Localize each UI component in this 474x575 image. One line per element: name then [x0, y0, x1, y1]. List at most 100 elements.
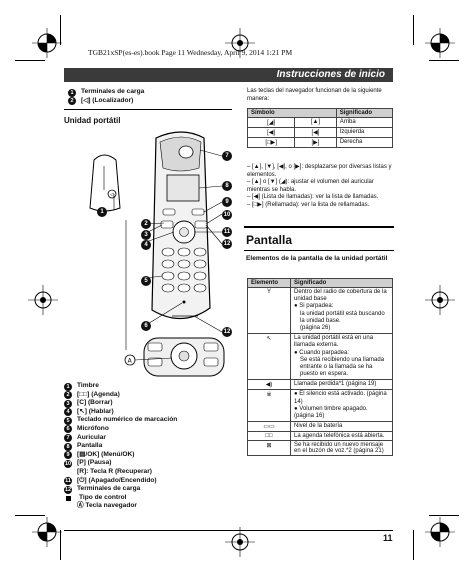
list-item: Tipo de control — [64, 494, 177, 503]
section-rule — [244, 226, 394, 228]
crop-mark — [60, 530, 61, 560]
item-label: Micrófono — [77, 424, 109, 432]
item-label: [⏻] (Apagado/Encendido) — [77, 476, 157, 484]
nav-symbol: [◢] — [246, 117, 296, 128]
table-row: ◀) Llamada perdida*1 (página 19) — [247, 379, 393, 391]
callout-5: 5 — [141, 276, 151, 286]
meaning-line: Dentro del radio de cobertura de la unid… — [294, 289, 387, 303]
list-item: 1 Timbre — [64, 382, 177, 391]
control-item-label: Ⓐ Tecla navegador — [77, 502, 137, 510]
item-number: 1 — [68, 88, 76, 97]
meaning-line: La unidad portátil está en una llamada e… — [294, 335, 374, 349]
element-meaning: La unidad portátil está en una llamada e… — [290, 333, 393, 381]
screen-subtitle: Elementos de la pantalla de la unidad po… — [246, 255, 388, 262]
list-item: 12 Terminales de carga — [64, 485, 177, 494]
list-item: 10 [P] (Pausa) — [64, 459, 177, 468]
nav-meaning: Arriba — [335, 117, 394, 128]
table-row: [◢] [▲] Arriba — [246, 117, 394, 128]
meaning-line: (página 26) — [300, 325, 331, 332]
callout-3: 3 — [141, 230, 151, 240]
item-number: 9 — [64, 451, 72, 460]
meaning-line: ● Volumen timbre apagado. (página 16) — [294, 405, 368, 420]
banner-title: Instrucciones de inicio — [276, 69, 385, 80]
nav-notes: – [▲], [▼], [◀], o [▶]: desplazarse por … — [247, 164, 397, 210]
callout-4: 4 — [141, 240, 151, 250]
phonebook-icon: □□ — [247, 431, 291, 442]
nav-intro: Las teclas del navegador funcionan de la… — [247, 88, 382, 102]
crop-mark — [60, 15, 61, 45]
item-number: 12 — [64, 485, 72, 494]
item-label: [□□] (Agenda) — [77, 390, 120, 398]
item-label: Teclado numérico de marcación — [77, 416, 178, 424]
nav-symbol: [□▶] — [246, 137, 296, 148]
nav-note: – [□▶] (Rellamada): ver la lista de rell… — [247, 201, 370, 208]
control-type-label: Tipo de control — [79, 493, 127, 501]
list-item: 11 [⏻] (Apagado/Encendido) — [64, 477, 177, 486]
item-label: [↖] (Hablar) — [77, 407, 114, 415]
crop-mark — [429, 515, 459, 516]
nav-arrow: [◀] — [294, 127, 337, 138]
item-label: Terminales de carga — [77, 485, 141, 493]
callout-12: 12 — [222, 327, 232, 337]
item-number: 1 — [64, 382, 72, 391]
item-label: [▤/OK] (Menú/OK) — [77, 450, 135, 458]
element-meaning: Nivel de la batería — [290, 421, 393, 433]
registration-mark — [425, 28, 455, 58]
item-label: Terminales de carga — [81, 88, 145, 95]
item-label: Timbre — [77, 382, 99, 389]
list-item: 9 [▤/OK] (Menú/OK) — [64, 451, 177, 460]
table-row: ※ ● El silencio está activado. (página 1… — [247, 389, 393, 423]
col-header-meaning: Significado — [335, 108, 394, 118]
mute-icon: ※ — [247, 389, 291, 423]
nav-meaning: Derecha — [335, 137, 394, 148]
meaning-line: ● El silencio está activado. (página 14) — [294, 391, 387, 405]
item-number: 7 — [64, 434, 72, 443]
print-header: TGB21xSP(es-es).book Page 11 Wednesday, … — [88, 48, 293, 57]
element-meaning: La agenda telefónica está abierta. — [290, 431, 393, 442]
signal-icon: Y — [247, 286, 291, 335]
table-row: □□ La agenda telefónica está abierta. — [247, 431, 393, 442]
nav-arrow: [▲] — [294, 117, 337, 128]
item-number: 8 — [64, 442, 72, 451]
item-number: 2 — [64, 391, 72, 400]
list-item: 2 [◁] (Localizador) — [68, 97, 144, 106]
list-item: 1 Terminales de carga — [68, 88, 144, 97]
element-meaning: Llamada perdida*1 (página 19) — [290, 379, 393, 391]
col-header-symbol: Símbolo — [247, 108, 337, 118]
item-label: [R]: Tecla R (Recuperar) — [77, 467, 152, 475]
handset-illustration: ◁ A — [89, 131, 225, 377]
item-label: [P] (Pausa) — [77, 459, 112, 467]
item-number: 2 — [68, 97, 76, 106]
callout-12-top: 12 — [222, 239, 232, 249]
section-banner: Instrucciones de inicio — [64, 68, 393, 82]
callout-9: 9 — [222, 197, 232, 207]
col-header-element: Elemento — [247, 278, 291, 288]
table-header-row: Elemento Significado — [247, 278, 393, 288]
nav-table: Símbolo Significado [◢] [▲] Arriba [◀] [… — [246, 108, 394, 148]
list-item: [R]: Tecla R (Recuperar) — [64, 468, 177, 477]
registration-mark — [28, 285, 58, 315]
callout-2: 2 — [141, 219, 151, 229]
callout-10: 10 — [222, 210, 232, 220]
table-row: Y Dentro del radio de cobertura de la un… — [247, 286, 393, 335]
item-number: 11 — [64, 477, 72, 486]
nav-symbol: [◀] — [246, 127, 296, 138]
element-meaning: Se ha recibido un nuevo mensaje en el bu… — [290, 440, 393, 457]
nav-note: – [◀] (Lista de llamadas): ver la lista … — [247, 194, 379, 201]
table-row: ↖ La unidad portátil está en una llamada… — [247, 333, 393, 381]
meaning-line: ● Si parpadea: — [294, 303, 334, 310]
table-row: [□▶] [▶] Derecha — [246, 137, 394, 148]
missed-call-icon: ◀) — [247, 379, 291, 391]
nav-note: – [▲] o [▼] (◢): ajustar el volumen del … — [247, 179, 374, 193]
table-header-row: Símbolo Significado — [247, 108, 394, 118]
registration-mark — [425, 285, 455, 315]
nav-arrow: [▶] — [294, 137, 337, 148]
table-row: ⊠ Se ha recibido un nuevo mensaje en el … — [247, 440, 393, 457]
svg-text:A: A — [128, 357, 133, 364]
item-label: [◁] (Localizador) — [81, 96, 134, 104]
item-number: 10 — [64, 459, 72, 468]
